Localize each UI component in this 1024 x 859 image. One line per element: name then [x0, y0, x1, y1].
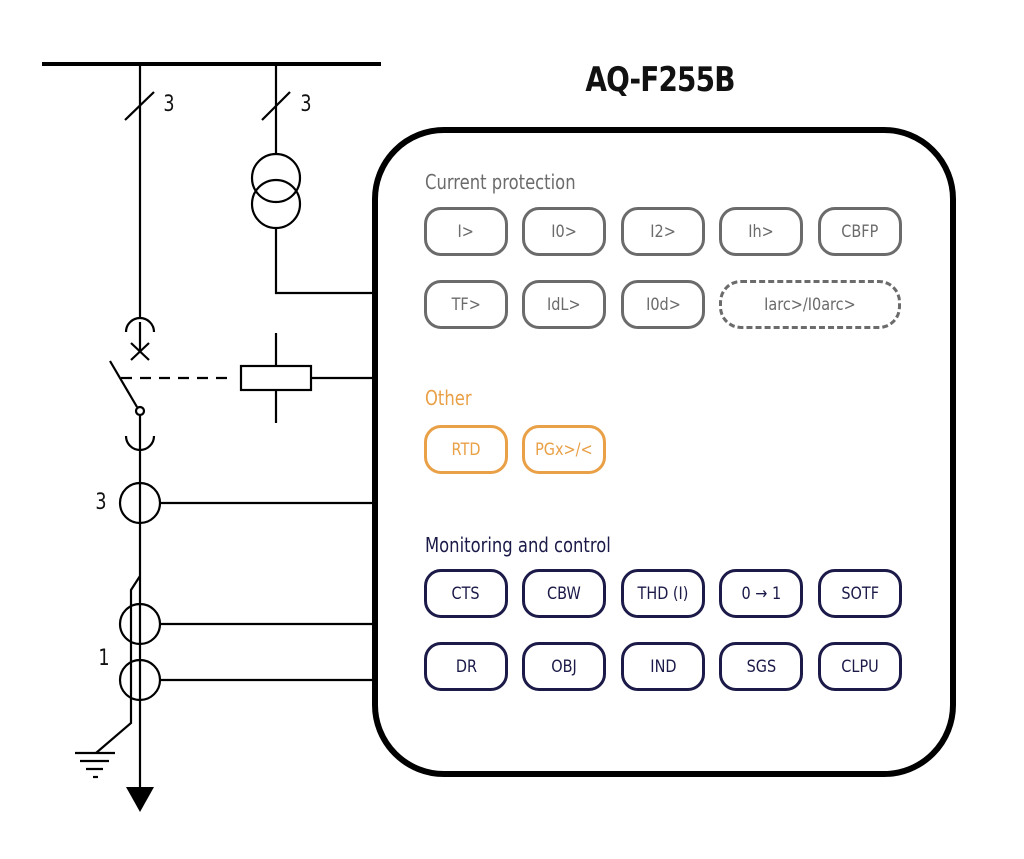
function-i0-earthfault[interactable]: I0>	[522, 207, 606, 256]
function-sotf[interactable]: SOTF	[818, 569, 902, 618]
phase-tick-feeder	[124, 91, 155, 121]
function-i2-negative-sequence[interactable]: I2>	[621, 207, 705, 256]
residual-ct-count: 1	[98, 646, 110, 671]
function-iarc-optional[interactable]: Iarc>/I0arc>	[719, 280, 901, 329]
breaker-blade	[109, 360, 138, 408]
feeder-phase-count: 3	[163, 92, 175, 117]
function-i0d-restricted-earthfault[interactable]: I0d>	[621, 280, 705, 329]
function-obj[interactable]: OBJ	[522, 642, 606, 691]
function-rtd[interactable]: RTD	[424, 425, 508, 474]
function-ih-harmonic[interactable]: Ih>	[719, 207, 803, 256]
withdrawable-contact-upper	[124, 316, 156, 333]
load-arrow-icon	[126, 787, 154, 812]
cable-screen	[95, 575, 141, 754]
function-clpu[interactable]: CLPU	[818, 642, 902, 691]
ground-icon	[75, 751, 115, 779]
function-ind[interactable]: IND	[621, 642, 705, 691]
phase-tick-vt	[261, 91, 291, 121]
vt-winding-1	[250, 152, 302, 204]
section-title-other: Other	[425, 386, 472, 410]
function-dr[interactable]: DR	[424, 642, 508, 691]
vt-connection	[274, 228, 372, 295]
function-thd[interactable]: THD (I)	[621, 569, 705, 618]
trip-coil	[239, 364, 313, 392]
function-tf-thermal[interactable]: TF>	[424, 280, 508, 329]
function-idl-line-differential[interactable]: IdL>	[522, 280, 606, 329]
vt-winding-2	[250, 178, 302, 230]
function-i-overcurrent[interactable]: I>	[424, 207, 508, 256]
function-cbw[interactable]: CBW	[522, 569, 606, 618]
section-title-monitoring-and-control: Monitoring and control	[425, 533, 611, 557]
breaker-cross-b	[130, 342, 150, 361]
function-cbfp[interactable]: CBFP	[818, 207, 902, 256]
function-cts[interactable]: CTS	[424, 569, 508, 618]
function-sgs[interactable]: SGS	[719, 642, 803, 691]
vt-phase-count: 3	[300, 92, 312, 117]
device-title: AQ-F255B	[585, 60, 735, 100]
ct-phase-count: 3	[95, 490, 107, 515]
section-title-current-protection: Current protection	[425, 170, 576, 194]
breaker-pivot	[134, 405, 146, 417]
function-pgx[interactable]: PGx>/<	[522, 425, 606, 474]
function-auto-reclose[interactable]: 0 → 1	[719, 569, 803, 618]
